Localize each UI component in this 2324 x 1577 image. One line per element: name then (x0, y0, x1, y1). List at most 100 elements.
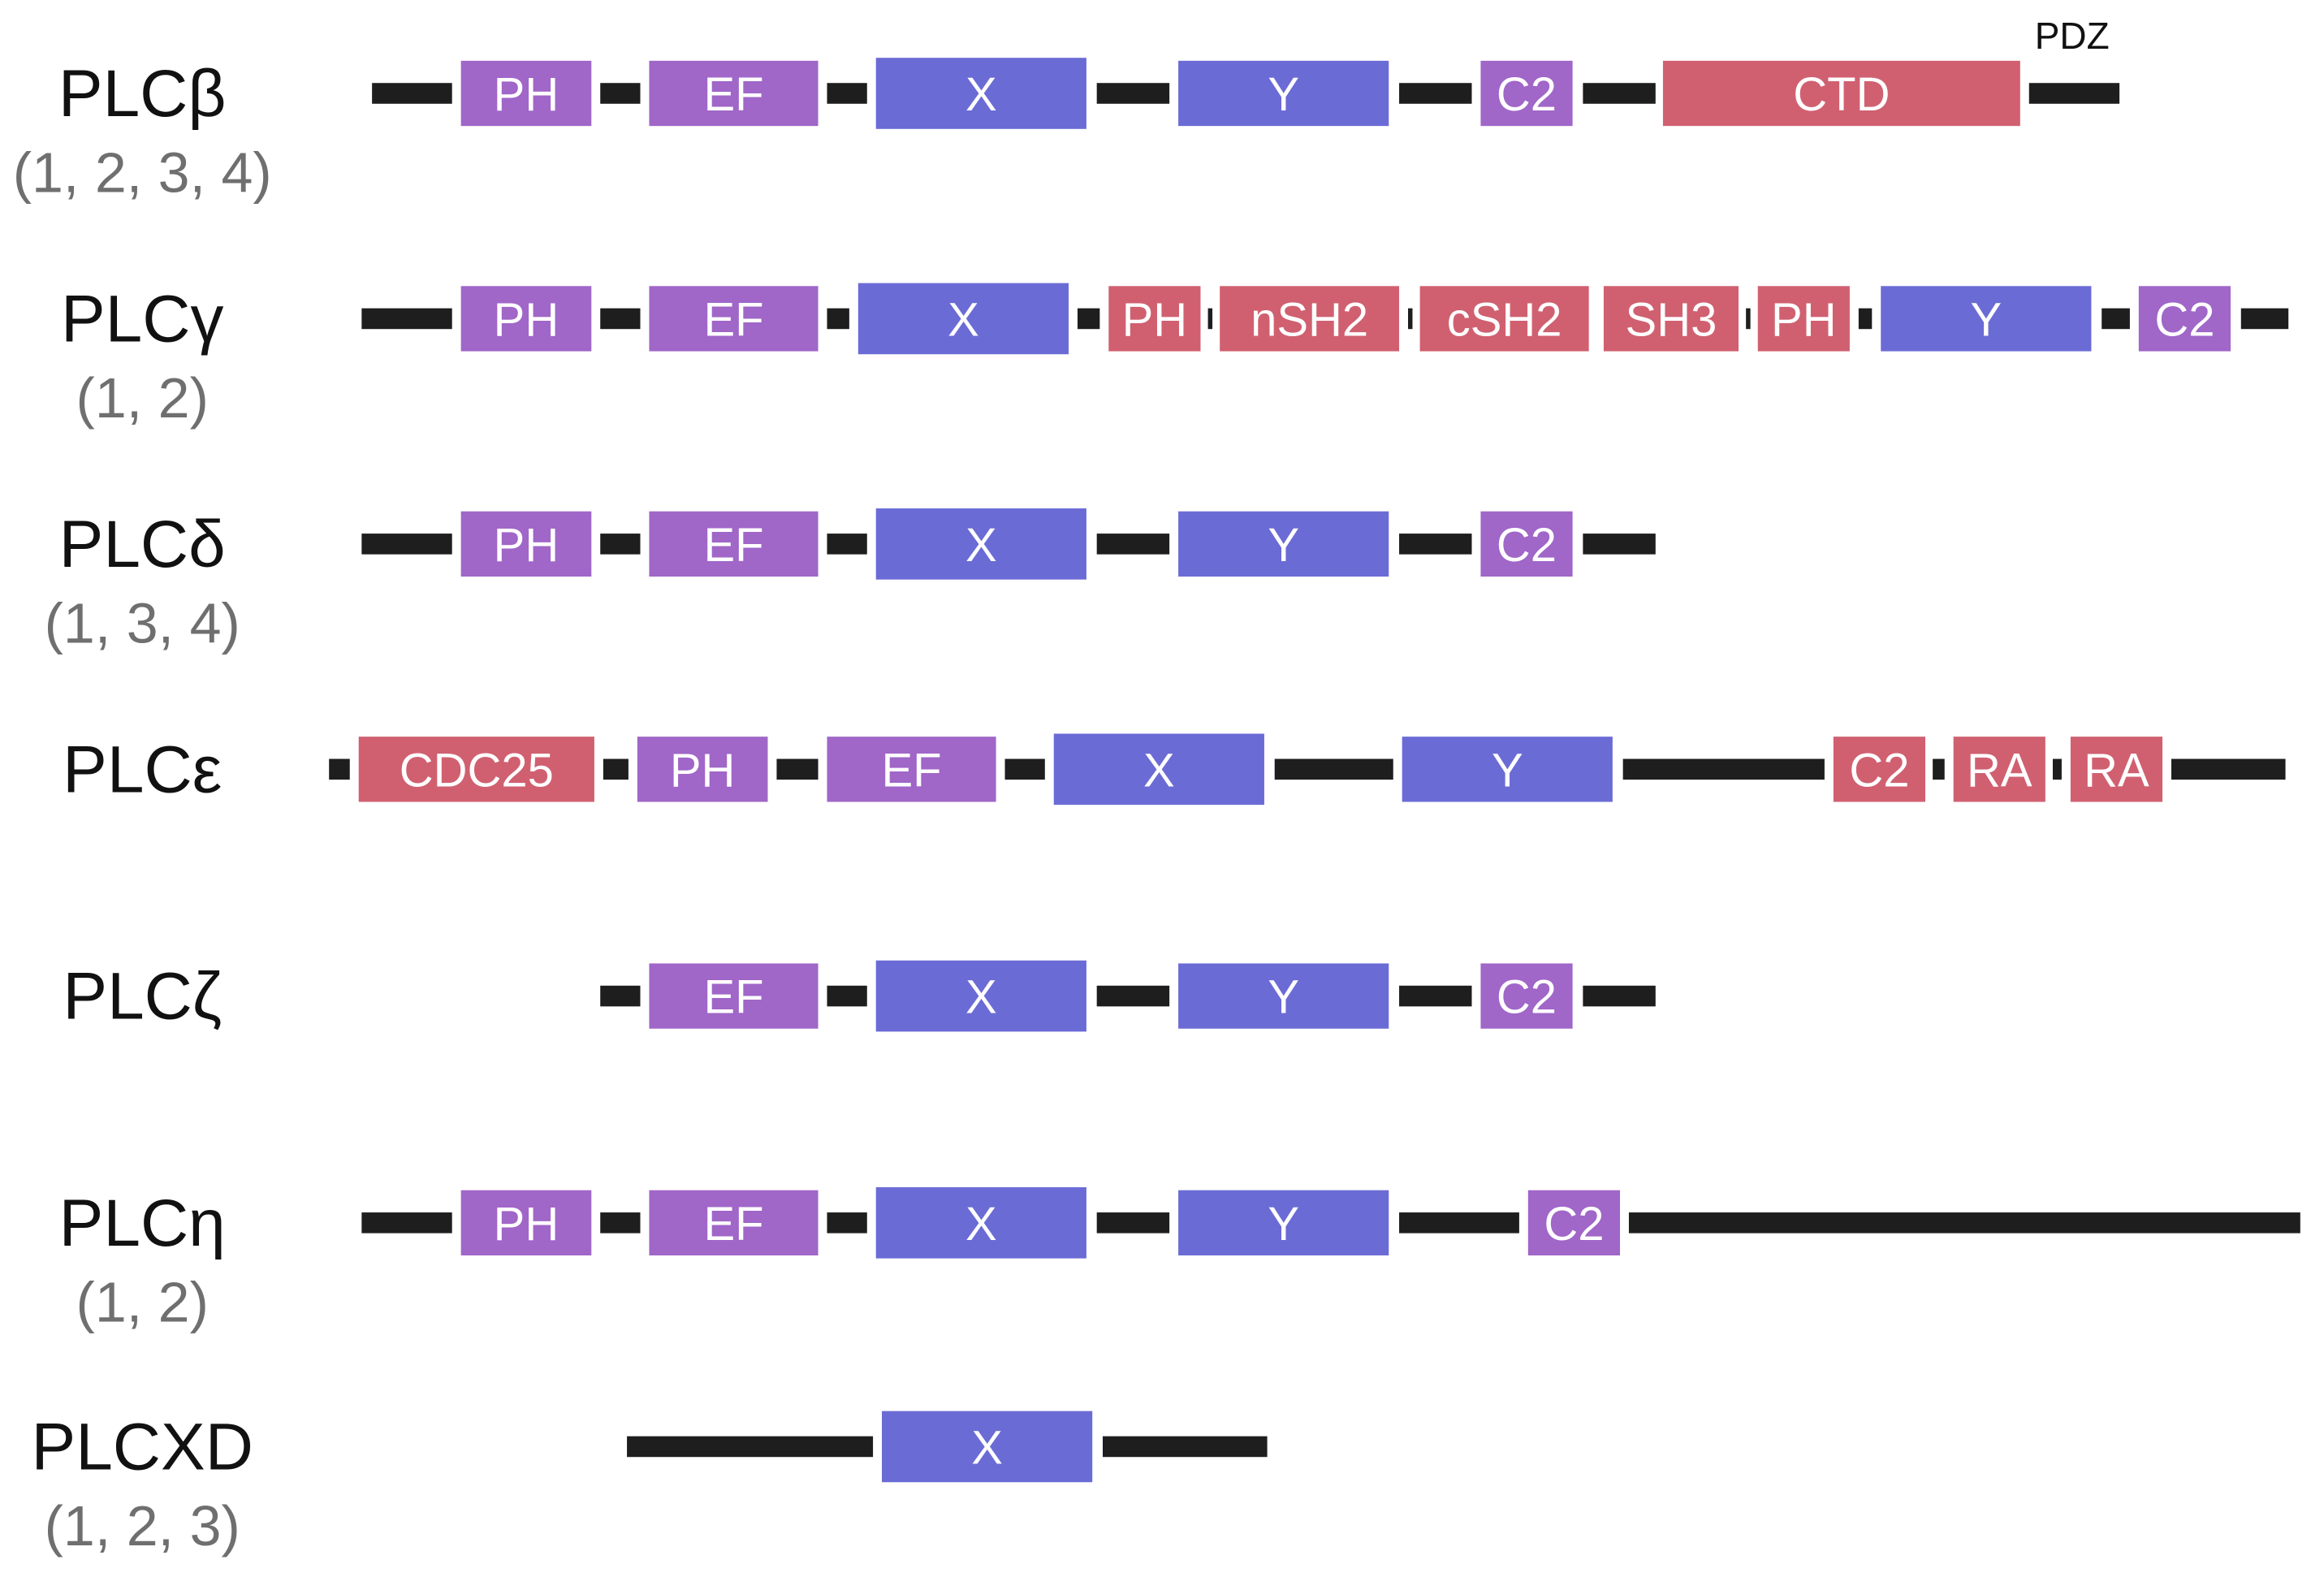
domain-label: EF (703, 293, 763, 346)
linker-segment (2171, 758, 2286, 780)
domain-x: X (875, 58, 1086, 129)
linker-segment (2102, 308, 2130, 330)
family-row: PLCXD(1, 2, 3)X (32, 1410, 1268, 1558)
linker-segment (1583, 534, 1656, 555)
domain-box (460, 1190, 592, 1255)
linker-segment (1399, 1212, 1519, 1234)
domain-label: PH (494, 68, 559, 121)
domain-box (1480, 963, 1573, 1029)
domain-box (1178, 963, 1389, 1029)
linker-segment (1628, 1212, 2300, 1234)
linker-segment (1274, 758, 1393, 780)
domain-box (1108, 286, 1201, 352)
linker-segment (600, 985, 641, 1007)
domain-box (649, 60, 819, 127)
domain-box (1053, 733, 1264, 806)
domain-label: Y (1268, 971, 1299, 1024)
domain-y: Y (1178, 511, 1389, 577)
linker-segment (1399, 985, 1472, 1007)
domain-box (649, 963, 819, 1029)
domain-label: EF (703, 1198, 763, 1251)
domain-ra: RA (2070, 737, 2163, 802)
domain-box (1178, 1190, 1389, 1255)
domain-ph: PH (637, 737, 768, 802)
domain-label: C2 (1849, 744, 1909, 797)
domain-box (875, 58, 1086, 129)
domain-box (1953, 737, 2045, 802)
linker-segment (600, 83, 641, 104)
linker-segment (1583, 83, 1656, 104)
domain-c2: C2 (1480, 60, 1573, 127)
linker-segment (1096, 83, 1170, 104)
isoform-list: (1, 2) (76, 1271, 209, 1334)
linker-segment (329, 758, 350, 780)
domain-c2: C2 (2138, 286, 2231, 352)
domain-x: X (875, 960, 1086, 1032)
linker-segment (1746, 308, 1751, 330)
domain-label: PH (1771, 293, 1837, 346)
domain-box (882, 1411, 1093, 1483)
linker-segment (361, 1212, 452, 1234)
linker-segment (827, 985, 867, 1007)
domain-csh2: cSH2 (1419, 286, 1589, 352)
domain-box (1881, 286, 2092, 352)
linker-segment (1096, 985, 1170, 1007)
domain-label: RA (1967, 744, 2032, 797)
domain-ef: EF (649, 286, 819, 352)
domain-box (1480, 511, 1573, 577)
domain-ph: PH (1108, 286, 1201, 352)
domain-label: EF (703, 519, 763, 572)
domain-box (1419, 286, 1589, 352)
linker-segment (1933, 758, 1945, 780)
domain-label: Y (1970, 293, 2002, 346)
domain-box (2070, 737, 2163, 802)
domain-box (875, 960, 1086, 1032)
family-name: PLCXD (32, 1410, 253, 1484)
linker-segment (361, 534, 452, 555)
domain-ctd: CTD (1662, 60, 2020, 127)
linker-segment (627, 1436, 874, 1458)
domain-label: PH (494, 519, 559, 572)
domain-box (1833, 737, 1926, 802)
linker-segment (603, 758, 629, 780)
domain-box (460, 286, 592, 352)
family-name: PLCε (63, 732, 222, 806)
pdz-annotation: PDZ (2035, 15, 2110, 57)
linker-segment (1102, 1436, 1268, 1458)
domain-c2: C2 (1480, 511, 1573, 577)
domain-x: X (1053, 733, 1264, 806)
domain-y: Y (1178, 60, 1389, 127)
linker-segment (600, 308, 641, 330)
domain-c2: C2 (1833, 737, 1926, 802)
domain-label: Y (1268, 519, 1299, 572)
domain-box (1220, 286, 1400, 352)
domain-x: X (875, 1187, 1086, 1259)
domain-label: C2 (1544, 1198, 1604, 1251)
domain-label: X (965, 519, 997, 572)
domain-box (857, 283, 1069, 355)
domain-label: Y (1268, 1198, 1299, 1251)
domain-box (875, 1187, 1086, 1259)
isoform-list: (1, 3, 4) (45, 592, 240, 655)
domain-ef: EF (649, 1190, 819, 1255)
domain-ph: PH (460, 511, 592, 577)
domain-y: Y (1178, 1190, 1389, 1255)
domain-y: Y (1178, 963, 1389, 1029)
domain-c2: C2 (1527, 1190, 1621, 1255)
domain-label: X (965, 971, 997, 1024)
linker-segment (1399, 534, 1472, 555)
domain-sh3: SH3 (1603, 286, 1739, 352)
domain-label: CDC25 (400, 744, 554, 797)
linker-segment (1407, 308, 1413, 330)
domain-box (358, 737, 594, 802)
linker-segment (1207, 308, 1213, 330)
linker-segment (776, 758, 819, 780)
domain-label: PH (1122, 293, 1188, 346)
domain-box (649, 1190, 819, 1255)
domain-ra: RA (1953, 737, 2045, 802)
